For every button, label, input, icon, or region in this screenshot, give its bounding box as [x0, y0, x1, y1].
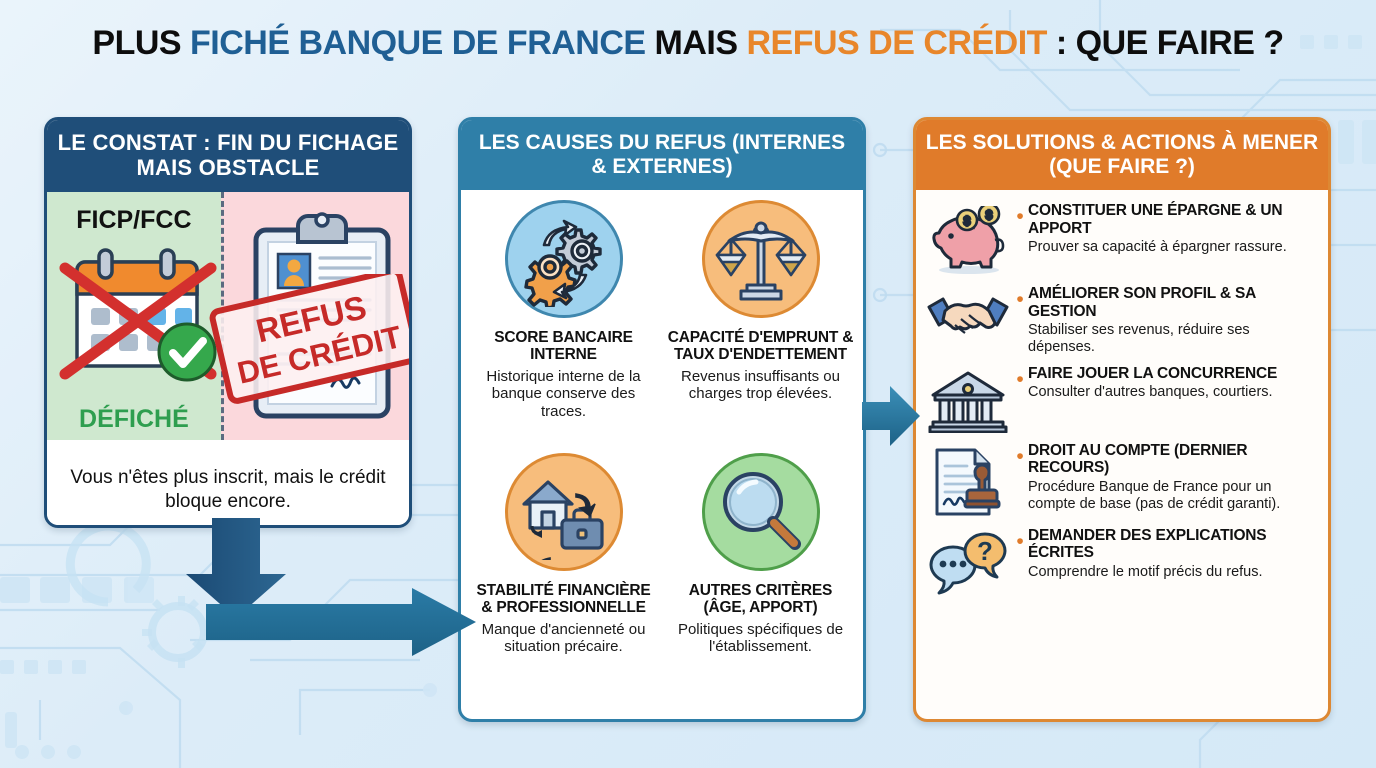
panel-solutions: LES SOLUTIONS & ACTIONS À MENER (QUE FAI…	[913, 117, 1331, 722]
constat-comparison: FICP/FCC	[47, 192, 409, 441]
document-stamp-icon	[924, 442, 1012, 518]
solution-title: FAIRE JOUER LA CONCURRENCE	[1028, 364, 1278, 382]
title-part-refus: REFUS DE CRÉDIT	[746, 24, 1048, 62]
cause-item-capacite-emprunt: CAPACITÉ D'EMPRUNT & TAUX D'ENDETTEMENT …	[662, 198, 859, 451]
solution-desc: Prouver sa capacité à épargner rassure.	[1028, 239, 1287, 256]
panel-constat: LE CONSTAT : FIN DU FICHAGE MAIS OBSTACL…	[44, 117, 412, 528]
cause-desc: Historique interne de la banque conserve…	[486, 367, 641, 421]
arrow-down-from-constat	[186, 518, 286, 618]
cause-item-score-bancaire: SCORE BANCAIRE INTERNE Historique intern…	[465, 198, 662, 451]
bullet-icon: •	[1016, 205, 1024, 229]
magnifying-glass-icon	[701, 453, 820, 572]
title-part-fiche: FICHÉ BANQUE DE FRANCE	[190, 24, 646, 62]
calendar-crossed-out-icon	[59, 248, 217, 382]
handshake-icon	[924, 285, 1012, 351]
balance-scales-icon	[701, 200, 820, 319]
arrow-right-to-solutions	[862, 386, 920, 446]
solution-desc: Stabiliser ses revenus, réduire ses dépe…	[1028, 322, 1250, 355]
bullet-icon: •	[1016, 529, 1024, 553]
bullet-icon: •	[1016, 288, 1024, 312]
cause-title: SCORE BANCAIRE INTERNE	[494, 329, 633, 364]
solution-item-epargne: $ $ • CONSTITUER UNE ÉPARGNE & UN APPORT…	[924, 202, 1316, 276]
cause-desc: Revenus insuffisants ou charges trop éle…	[681, 367, 840, 403]
page-title: PLUS FICHÉ BANQUE DE FRANCE MAIS REFUS D…	[0, 24, 1376, 63]
title-part-mais: MAIS	[645, 24, 747, 62]
solution-desc: Consulter d'autres banques, courtiers.	[1028, 384, 1273, 401]
constat-right-refus: REFUS DE CRÉDIT	[209, 192, 409, 441]
bullet-icon: •	[1016, 444, 1024, 468]
panel-constat-header: LE CONSTAT : FIN DU FICHAGE MAIS OBSTACL…	[47, 120, 409, 193]
svg-text:?: ?	[977, 536, 993, 566]
constat-left-deficheé: FICP/FCC	[47, 192, 221, 441]
cause-item-stabilite: STABILITÉ FINANCIÈRE & PROFESSIONNELLE M…	[465, 451, 662, 704]
cause-desc: Manque d'ancienneté ou situation précair…	[481, 620, 646, 656]
gears-cycle-icon	[504, 200, 623, 319]
solution-title: DEMANDER DES EXPLICATIONS ÉCRITES	[1028, 526, 1267, 562]
constat-footer-text: Vous n'êtes plus inscrit, mais le crédit…	[47, 440, 409, 525]
panel-solutions-header: LES SOLUTIONS & ACTIONS À MENER (QUE FAI…	[916, 120, 1328, 191]
svg-text:$: $	[964, 214, 971, 228]
solution-item-concurrence: • FAIRE JOUER LA CONCURRENCE Consulter d…	[924, 365, 1316, 433]
cause-title: CAPACITÉ D'EMPRUNT & TAUX D'ENDETTEMENT	[667, 329, 854, 364]
panel-causes: LES CAUSES DU REFUS (INTERNES & EXTERNES…	[458, 117, 866, 722]
solution-item-profil: • AMÉLIORER SON PROFIL & SA GESTION Stab…	[924, 285, 1316, 356]
panel-causes-header: LES CAUSES DU REFUS (INTERNES & EXTERNES…	[461, 120, 863, 191]
cause-desc: Politiques spécifiques de l'établissemen…	[677, 620, 844, 656]
green-check-icon	[157, 322, 217, 382]
solution-item-explications: ? • DEMANDER DES EXPLICATIONS ÉCRITES Co…	[924, 527, 1316, 597]
cause-title: AUTRES CRITÈRES (ÂGE, APPORT)	[688, 582, 833, 617]
solution-desc: Comprendre le motif précis du refus.	[1028, 563, 1263, 580]
solution-title: AMÉLIORER SON PROFIL & SA GESTION	[1028, 285, 1256, 320]
solution-item-droit-au-compte: • DROIT AU COMPTE (DERNIER RECOURS) Proc…	[924, 442, 1316, 518]
ficp-fcc-label: FICP/FCC	[76, 206, 192, 235]
solution-desc: Procédure Banque de France pour un compt…	[1028, 478, 1281, 512]
cause-title: STABILITÉ FINANCIÈRE & PROFESSIONNELLE	[476, 582, 651, 617]
bullet-icon: •	[1016, 367, 1024, 391]
cause-item-autres-criteres: AUTRES CRITÈRES (ÂGE, APPORT) Politiques…	[662, 451, 859, 704]
title-part-quefaire: : QUE FAIRE ?	[1046, 24, 1284, 62]
solution-title: CONSTITUER UNE ÉPARGNE & UN APPORT	[1028, 202, 1283, 237]
solution-title: DROIT AU COMPTE (DERNIER RECOURS)	[1028, 441, 1248, 477]
defiche-status-label: DÉFICHÉ	[79, 405, 189, 434]
refus-de-credit-stamp: REFUS DE CRÉDIT	[209, 274, 409, 405]
title-part-plus: PLUS	[92, 24, 191, 62]
bank-building-icon	[924, 365, 1012, 433]
question-chat-bubbles-icon: ?	[924, 527, 1012, 597]
house-briefcase-icon	[504, 453, 623, 572]
arrow-right-to-causes	[206, 588, 476, 656]
svg-text:$: $	[986, 208, 993, 222]
piggy-bank-icon: $ $	[924, 202, 1012, 276]
